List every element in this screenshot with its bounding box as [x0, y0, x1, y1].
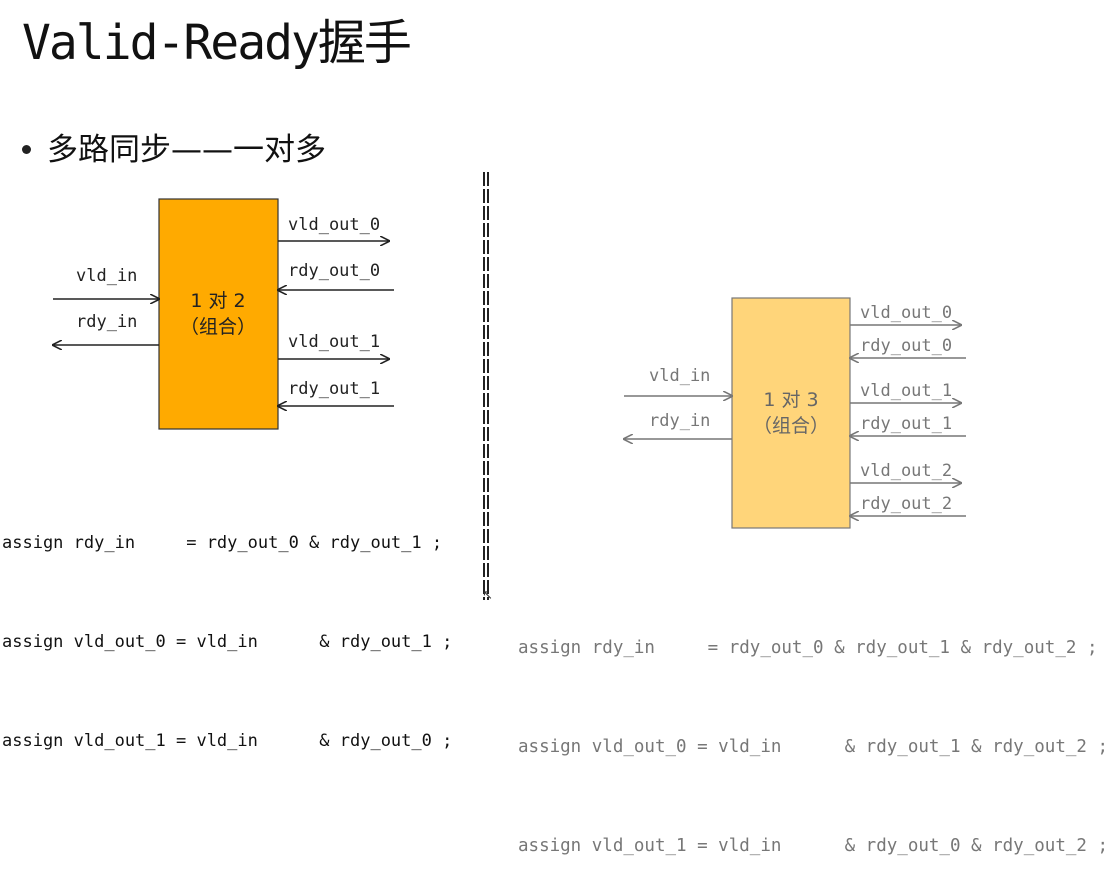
- left-box-label: 1 对 2: [190, 290, 245, 312]
- bullet-text: 多路同步——一对多: [47, 132, 326, 168]
- right-rdy-out-2-label: rdy_out_2: [860, 494, 952, 514]
- right-code-block: assign rdy_in = rdy_out_0 & rdy_out_1 & …: [518, 566, 1104, 896]
- right-vld-out-0-label: vld_out_0: [860, 303, 952, 323]
- left-code-block: assign rdy_in = rdy_out_0 & rdy_out_1 ; …: [2, 461, 452, 791]
- right-vld-in-label: vld_in: [649, 366, 710, 386]
- left-diagram: 1 对 2 （组合） vld_in rdy_in vld_out_0 rdy_o…: [53, 198, 394, 430]
- handshake-diagrams: 1 对 2 （组合） vld_in rdy_in vld_out_0 rdy_o…: [0, 198, 966, 529]
- right-rdy-out-0-label: rdy_out_0: [860, 336, 952, 356]
- right-vld-out-1-label: vld_out_1: [860, 381, 952, 401]
- left-box-sublabel: （组合）: [180, 316, 256, 338]
- right-code-line: assign vld_out_0 = vld_in & rdy_out_1 & …: [518, 737, 1104, 757]
- right-code-line: assign vld_out_1 = vld_in & rdy_out_0 & …: [518, 836, 1104, 856]
- right-rdy-out-1-label: rdy_out_1: [860, 414, 952, 434]
- bullet-dot-icon: [22, 145, 31, 154]
- left-code-line: assign vld_out_0 = vld_in & rdy_out_1 ;: [2, 632, 453, 652]
- bullet-item: 多路同步——一对多: [22, 128, 326, 172]
- right-rdy-in-label: rdy_in: [649, 411, 710, 431]
- right-vld-out-2-label: vld_out_2: [860, 461, 952, 481]
- right-code-line: assign rdy_in = rdy_out_0 & rdy_out_1 & …: [518, 638, 1098, 658]
- dashed-divider: [482, 172, 490, 600]
- right-box-label: 1 对 3: [763, 389, 818, 411]
- left-rdy-out-0-label: rdy_out_0: [288, 261, 380, 281]
- slide-title: Valid-Ready握手: [22, 15, 412, 71]
- right-diagram: 1 对 3 （组合） vld_in rdy_in vld_out_0 rdy_o…: [624, 297, 966, 529]
- right-combiner-box: [731, 297, 851, 529]
- left-code-line: assign rdy_in = rdy_out_0 & rdy_out_1 ;: [2, 533, 443, 553]
- right-box-sublabel: （组合）: [753, 415, 829, 437]
- left-vld-out-0-label: vld_out_0: [288, 215, 380, 235]
- left-combiner-box: [158, 198, 279, 430]
- left-rdy-out-1-label: rdy_out_1: [288, 379, 380, 399]
- left-vld-out-1-label: vld_out_1: [288, 332, 380, 352]
- left-code-line: assign vld_out_1 = vld_in & rdy_out_0 ;: [2, 731, 453, 751]
- cursor-icon: ↖: [482, 588, 493, 603]
- left-rdy-in-label: rdy_in: [76, 312, 137, 332]
- left-vld-in-label: vld_in: [76, 266, 137, 286]
